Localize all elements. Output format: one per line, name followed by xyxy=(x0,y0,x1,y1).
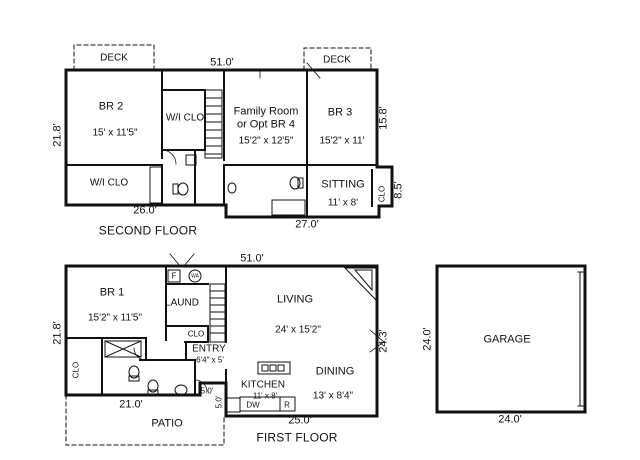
garage-outline xyxy=(435,264,587,414)
stairs-first xyxy=(209,283,226,343)
entry-name: ENTRY xyxy=(192,343,226,355)
dim-second-right-upper: 15.8' xyxy=(377,106,390,130)
dim-second-bottom-left: 26.0' xyxy=(133,204,157,217)
dim-garage-side: 24.0' xyxy=(421,327,434,351)
family-name-2: or Opt BR 4 xyxy=(236,118,296,131)
dim-first-top: 51.0' xyxy=(240,252,264,265)
laund-label: LAUND xyxy=(165,297,199,309)
wi-clo-left-label: W/I CLO xyxy=(89,177,129,189)
br1-name: BR 1 xyxy=(99,286,125,299)
appliance-dw: DW xyxy=(246,400,260,410)
clo-mid-label: CLO xyxy=(187,329,205,339)
dim-first-bottom-right: 25.0' xyxy=(288,414,312,427)
dim-garage-bottom: 24.0' xyxy=(498,413,522,426)
dining-name: DINING xyxy=(315,365,355,378)
door-swings-second xyxy=(161,62,321,165)
dim-second-left: 21.8' xyxy=(51,123,64,147)
living-size: 24' x 15'2" xyxy=(275,324,321,336)
wi-clo-top-label: W/I CLO xyxy=(165,112,205,124)
first-floor-title: FIRST FLOOR xyxy=(256,430,338,445)
appliance-wa: WA xyxy=(191,273,199,280)
bath-fixtures-second xyxy=(149,154,306,216)
sitting-size: 11' x 8' xyxy=(327,197,359,209)
dim-first-bottom-left: 21.0' xyxy=(119,398,143,411)
living-name: LIVING xyxy=(276,293,314,306)
clo-right-label: CLO xyxy=(377,185,387,203)
dim-first-right: 24.3' xyxy=(377,329,390,353)
deck-right-label: DECK xyxy=(323,54,351,66)
kitchen-name: KITCHEN xyxy=(241,379,285,391)
dim-second-bottom-right: 27.0' xyxy=(295,218,319,231)
appliance-f: F xyxy=(171,271,177,281)
second-floor-exterior xyxy=(64,68,394,219)
dim-entry-depth: 5.0' xyxy=(214,395,224,409)
deck-left-outline xyxy=(73,44,155,71)
dim-first-left: 21.8' xyxy=(51,321,64,345)
br2-size: 15' x 11'5" xyxy=(92,127,138,139)
dim-second-right-lower: 8.5' xyxy=(392,181,405,199)
patio-outline xyxy=(65,394,225,446)
kitchen-fixtures xyxy=(226,361,296,413)
door-swings-first xyxy=(133,253,385,393)
second-floor-title: SECOND FLOOR xyxy=(98,223,198,238)
appliance-r: R xyxy=(284,400,290,410)
br1-size: 15'2" x 11'5" xyxy=(87,312,143,324)
dining-size: 13' x 8'4" xyxy=(312,390,354,402)
family-size: 15'2" x 12'5" xyxy=(238,135,294,147)
sitting-name: SITTING xyxy=(321,178,365,191)
stairs-second xyxy=(204,89,223,159)
br3-size: 15'2" x 11' xyxy=(319,135,365,147)
dim-second-top: 51.0' xyxy=(210,56,234,69)
bath-fixtures-first xyxy=(104,269,202,396)
patio-label: PATIO xyxy=(151,417,183,430)
garage-label: GARAGE xyxy=(483,333,531,346)
br3-name: BR 3 xyxy=(327,106,353,119)
entry-size: 6'4" x 5' xyxy=(196,355,224,365)
br2-name: BR 2 xyxy=(98,100,124,113)
clo-left-label: CLO xyxy=(71,361,81,379)
kitchen-size: 11' x 8' xyxy=(252,391,278,401)
fireplace xyxy=(343,267,377,302)
deck-right-outline xyxy=(303,47,372,71)
first-floor-interior-walls xyxy=(65,265,227,396)
deck-left-label: DECK xyxy=(100,52,128,64)
family-name-1: Family Room xyxy=(233,105,299,118)
dim-entry-width: 5.0' xyxy=(200,386,214,396)
